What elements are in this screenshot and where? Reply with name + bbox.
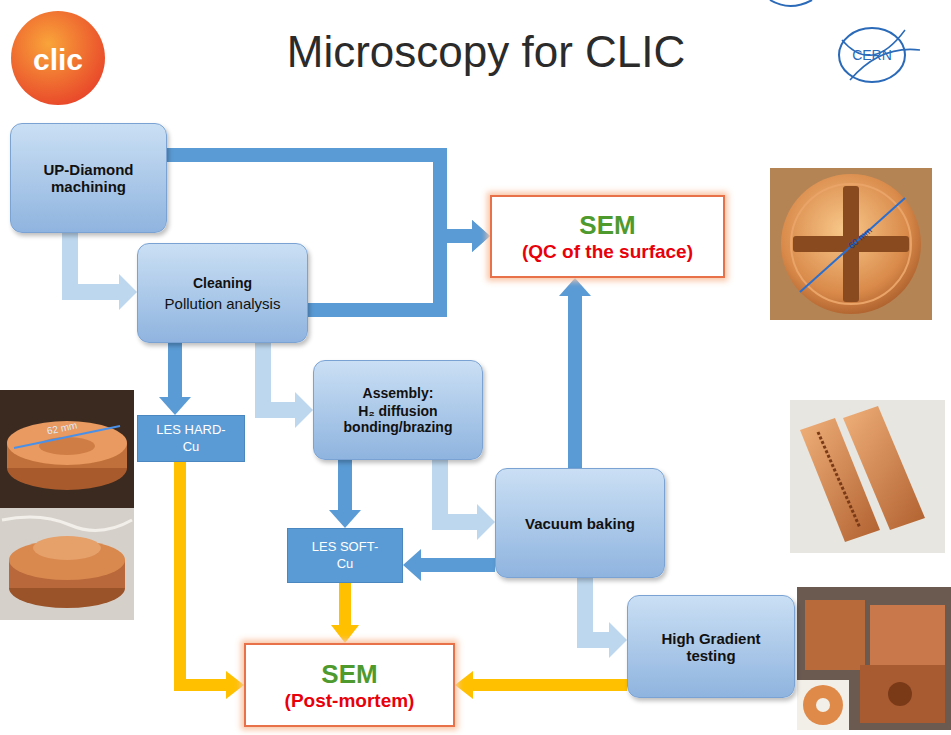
arrow-head [472,220,490,252]
port-hole [888,682,912,706]
arrow-shaft [440,460,478,522]
logo-text: clic [33,43,83,77]
copper-disc [781,174,921,314]
hard-cu-photo [0,390,134,508]
node-text: LES HARD-Cu [155,422,227,455]
node-text: Vacuum baking [525,515,635,532]
tested-photo [797,587,951,730]
arrow-shaft [167,155,473,236]
sem-box: SEM(QC of the surface) [490,195,725,278]
arrow-shaft [308,236,473,310]
arrow-shaft [338,460,352,511]
clic-logo [11,11,105,105]
cell-row [818,432,860,528]
arrow-head [403,549,421,581]
arrow-shaft [339,583,351,626]
logo-arc [770,0,812,6]
flow-arrow [331,583,359,643]
les-box: LES SOFT-Cu [287,528,403,583]
photo-ground [770,168,932,320]
disc-photo [770,168,932,320]
node-text: High Gradient testing [636,630,786,664]
dimension-line [800,198,905,292]
node-text: SEM [579,210,635,241]
arrow-head [119,274,137,310]
flow-arrow [403,549,495,581]
flow-arrow [263,343,313,428]
flow-arrow [559,278,591,468]
node-text: H₂ diffusion bonding/brazing [322,403,474,435]
arrow-shaft [180,462,227,685]
process-box: CleaningPollution analysis [137,243,308,343]
cern-logo [770,0,920,82]
arrow-shaft [585,578,610,640]
soft-cu-photo [0,508,134,620]
arrow-head [226,671,244,699]
copper-bar [843,406,925,530]
node-text: Assembly: [363,385,434,401]
arrow-shaft [472,679,627,691]
node-text: (QC of the surface) [522,241,693,263]
bars-photo [790,400,945,553]
arrow-head [331,625,359,643]
arrow-head [609,622,627,658]
node-text: Pollution analysis [165,295,281,312]
flow-arrow [180,462,244,699]
copper-block [860,665,945,723]
inset-ground [797,680,849,730]
node-text: LES SOFT-Cu [309,539,381,572]
arrow-shaft [420,558,495,572]
arrow-head [329,510,361,528]
flow-arrow [329,460,361,528]
disc-ring [791,184,911,304]
process-box: UP-Diamond machining [10,123,167,233]
arrow-shaft [70,233,120,292]
node-text: Cleaning [193,275,252,291]
inset-disc [803,685,843,725]
logo-disc [11,11,105,105]
les-box: LES HARD-Cu [137,415,245,462]
flow-arrow [159,343,191,415]
node-text: UP-Diamond machining [19,161,158,195]
logo-ring [839,28,905,82]
cylinder-recess [39,437,95,455]
inset-hole [816,698,830,712]
arrow-head [455,671,473,699]
sem-box: SEM(Post-mortem) [244,643,455,727]
slide-title: Microscopy for CLIC [287,27,686,77]
process-box: High Gradient testing [627,595,795,698]
flow-arrow [308,220,490,310]
flow-arrow [70,233,137,310]
arrow-head [477,504,495,540]
flow-arrow [440,460,495,540]
arrow-head [472,220,490,252]
flow-arrow [455,671,627,699]
arrow-shaft [568,295,582,468]
arrow-shaft [263,343,296,410]
copper-block [870,605,945,665]
arrow-head [159,397,191,415]
plastic-wrap [2,517,132,530]
photo-ground [0,508,134,620]
flow-arrow [585,578,627,658]
process-box: Assembly: H₂ diffusion bonding/brazing [313,360,483,460]
photo-ground [797,587,951,730]
process-box: Vacuum baking [495,468,665,578]
arrow-head [295,392,313,428]
arrow-head [559,278,591,296]
logo-text: CERN [852,47,892,63]
arrow-shaft [168,343,182,398]
copper-block [805,600,865,670]
photo-ground [790,400,945,553]
photo-ground [0,390,134,508]
cylinder-step [33,536,101,560]
node-text: SEM [321,659,377,690]
node-text: (Post-mortem) [285,690,415,712]
